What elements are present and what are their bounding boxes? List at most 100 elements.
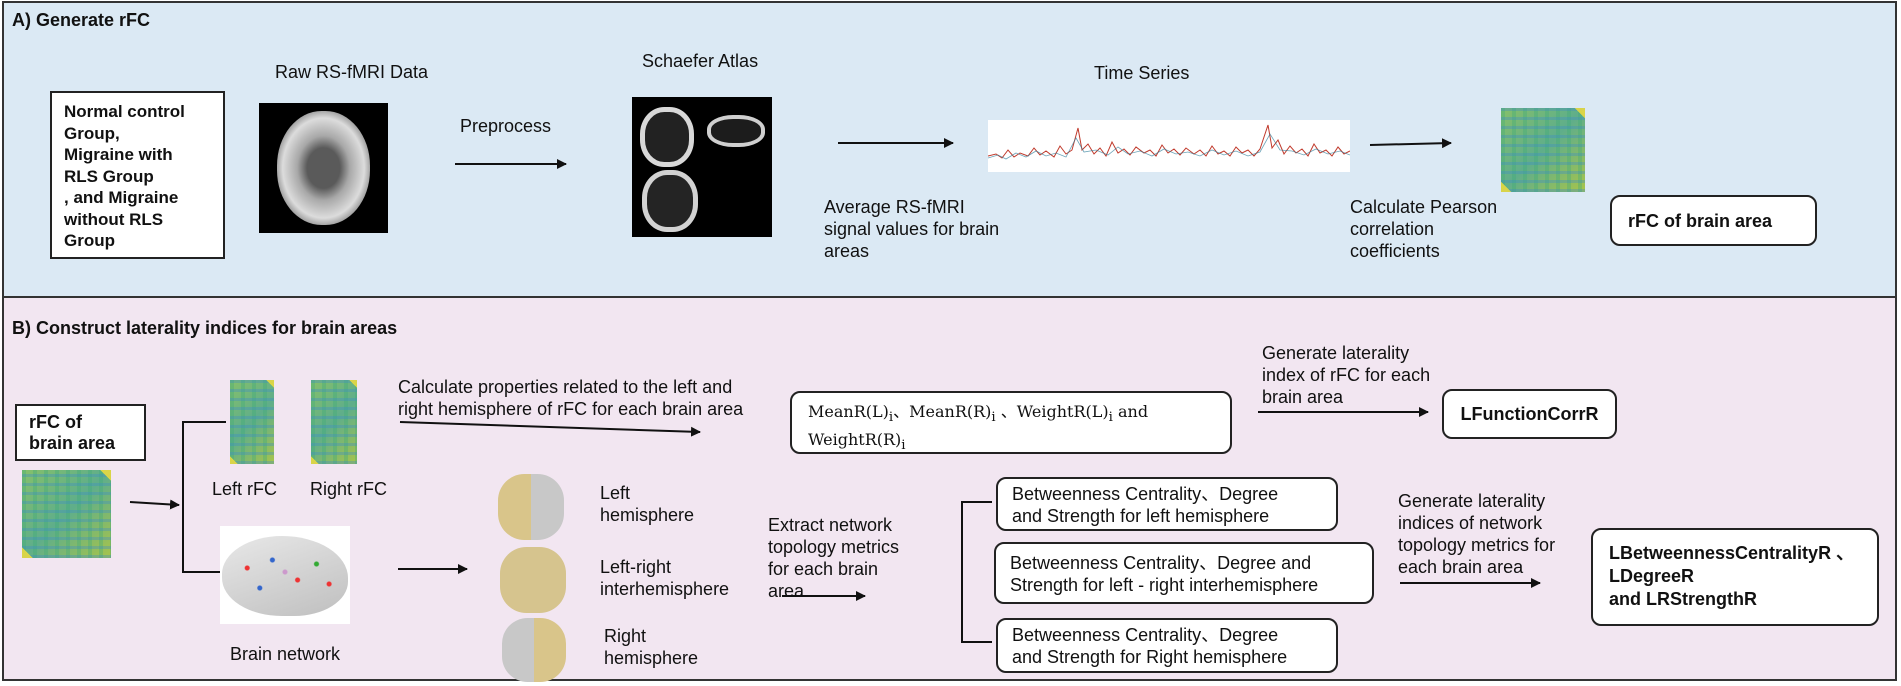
groups-line: , and Migraine [64, 188, 179, 207]
panel-a-title: A) Generate rFC [12, 10, 151, 30]
rfc-b-line: brain area [29, 433, 116, 453]
right-rfc-label: Right rFC [310, 479, 388, 499]
gen-line: index of rFC for each [1262, 365, 1431, 385]
rfc-brain-area-box-b: rFC of brain area [15, 404, 146, 461]
groups-line: RLS Group [64, 166, 154, 186]
left-rfc-matrix [230, 380, 274, 464]
metrics-lr-box: Betweenness Centrality、Degree and Streng… [994, 542, 1374, 604]
metric-line: and Strength for left hemisphere [1012, 506, 1270, 526]
groups-line: Group, [64, 123, 120, 143]
gen-topo-line: topology metrics for [1398, 535, 1556, 555]
extract-line: topology metrics [768, 537, 900, 557]
pearson-line: correlation [1350, 219, 1435, 239]
groups-line: without RLS [64, 209, 164, 229]
avg-line: signal values for brain [824, 219, 1000, 239]
prop-sep: and [1112, 402, 1149, 421]
groups-box: Normal control Group, Migraine with RLS … [50, 91, 225, 259]
hemi-line: hemisphere [604, 648, 699, 668]
rfc-matrix-thumbnail [1501, 108, 1585, 192]
groups-line: Group [64, 231, 115, 250]
brain-network-label: Brain network [230, 644, 341, 664]
raw-data-label: Raw RS-fMRI Data [275, 62, 429, 82]
gen-topology-index-label: Generate laterality indices of network t… [1398, 490, 1555, 578]
rfc-b-line: rFC of [29, 412, 82, 432]
gen-line: brain area [1262, 387, 1344, 407]
final-line: LDegreeR [1609, 566, 1695, 586]
time-series-plot [987, 120, 1351, 172]
metric-line: Betweenness Centrality、Degree [1012, 625, 1279, 645]
calc-line: Calculate properties related to the left… [398, 377, 733, 397]
atlas-slice-icon [707, 115, 765, 147]
lfunctioncorrr-box: LFunctionCorrR [1442, 389, 1617, 439]
hemi-line: interhemisphere [600, 579, 730, 599]
preprocess-label: Preprocess [460, 116, 552, 136]
properties-box: MeanR(L)i、MeanR(R)i 、WeightR(L)i and Wei… [790, 391, 1232, 454]
rfc-matrix-b [22, 470, 111, 558]
right-hemisphere-icon [502, 618, 566, 682]
atlas-slice-icon [642, 170, 698, 232]
time-series-label: Time Series [1094, 63, 1190, 83]
prop-sub: i [1108, 410, 1113, 426]
brain-network-icon [222, 536, 348, 616]
atlas-label: Schaefer Atlas [642, 51, 759, 71]
avg-line: areas [824, 241, 870, 261]
rfc-brain-area-box: rFC of brain area [1610, 195, 1817, 246]
right-rfc-matrix [311, 380, 357, 464]
left-hemisphere-label: Left hemisphere [600, 482, 694, 526]
raw-mri-image [259, 103, 388, 233]
prop-sub: i [991, 410, 996, 426]
panel-b-title: B) Construct laterality indices for brai… [12, 318, 398, 338]
hemi-line: Left-right [600, 557, 672, 577]
gen-line: Generate laterality [1262, 343, 1410, 363]
gen-topo-line: each brain area [1398, 557, 1524, 577]
extract-line: Extract network [768, 515, 893, 535]
schaefer-atlas-image [632, 97, 772, 237]
metric-line: and Strength for Right hemisphere [1012, 647, 1288, 667]
groups-line: Normal control [64, 102, 185, 121]
prop-sep: 、 [995, 402, 1017, 421]
gen-topo-line: Generate laterality [1398, 491, 1546, 511]
prop-text: WeightR(R) [808, 430, 902, 450]
avg-line: Average RS-fMRI [824, 197, 965, 217]
prop-sep: 、 [893, 402, 910, 421]
extract-metrics-label: Extract network topology metrics for eac… [768, 514, 899, 602]
hemi-line: Left [600, 483, 631, 503]
pearson-label: Calculate Pearson correlation coefficien… [1350, 196, 1497, 262]
metrics-left-box: Betweenness Centrality、Degree and Streng… [996, 477, 1338, 531]
gen-rfc-index-label: Generate laterality index of rFC for eac… [1262, 342, 1430, 408]
pearson-line: Calculate Pearson [1350, 197, 1498, 217]
metrics-right-box: Betweenness Centrality、Degree and Streng… [996, 618, 1338, 673]
prop-text: MeanR(R) [909, 402, 992, 421]
atlas-slice-icon [640, 107, 694, 167]
time-series-waveform [987, 124, 1351, 160]
left-rfc-label: Left rFC [212, 479, 278, 499]
prop-sub: i [901, 438, 906, 454]
brain-network-image [220, 526, 350, 624]
left-hemisphere-icon [498, 474, 564, 540]
average-signal-label: Average RS-fMRI signal values for brain … [824, 196, 999, 262]
gen-topo-line: indices of network [1398, 513, 1543, 533]
lr-hemisphere-label: Left-right interhemisphere [600, 556, 729, 600]
right-hemisphere-label: Right hemisphere [604, 625, 698, 669]
calc-line: right hemisphere of rFC for each brain a… [398, 399, 744, 419]
final-indices-box: LBetweennessCentralityR 、 LDegreeR and L… [1591, 528, 1879, 626]
metric-line: Strength for left - right interhemispher… [1010, 575, 1319, 595]
calc-properties-label: Calculate properties related to the left… [398, 376, 743, 420]
rfc-box-text: rFC of brain area [1628, 210, 1773, 231]
hemi-line: Right [604, 626, 647, 646]
prop-text: WeightR(L) [1016, 402, 1109, 421]
prop-text: MeanR(L) [808, 402, 889, 421]
brain-scan-icon [277, 111, 370, 225]
metric-line: Betweenness Centrality、Degree and [1010, 553, 1312, 573]
final-line: and LRStrengthR [1609, 589, 1757, 609]
extract-line: for each brain [768, 559, 879, 579]
hemi-line: hemisphere [600, 505, 695, 525]
final-line: LBetweennessCentralityR 、 [1609, 543, 1855, 563]
metric-line: Betweenness Centrality、Degree [1012, 484, 1279, 504]
groups-line: Migraine with [64, 145, 173, 164]
pearson-line: coefficients [1350, 241, 1440, 261]
prop-sub: i [888, 410, 894, 426]
interhemisphere-icon [500, 547, 566, 613]
lfunction-text: LFunctionCorrR [1460, 404, 1599, 424]
extract-line: area [768, 581, 805, 601]
